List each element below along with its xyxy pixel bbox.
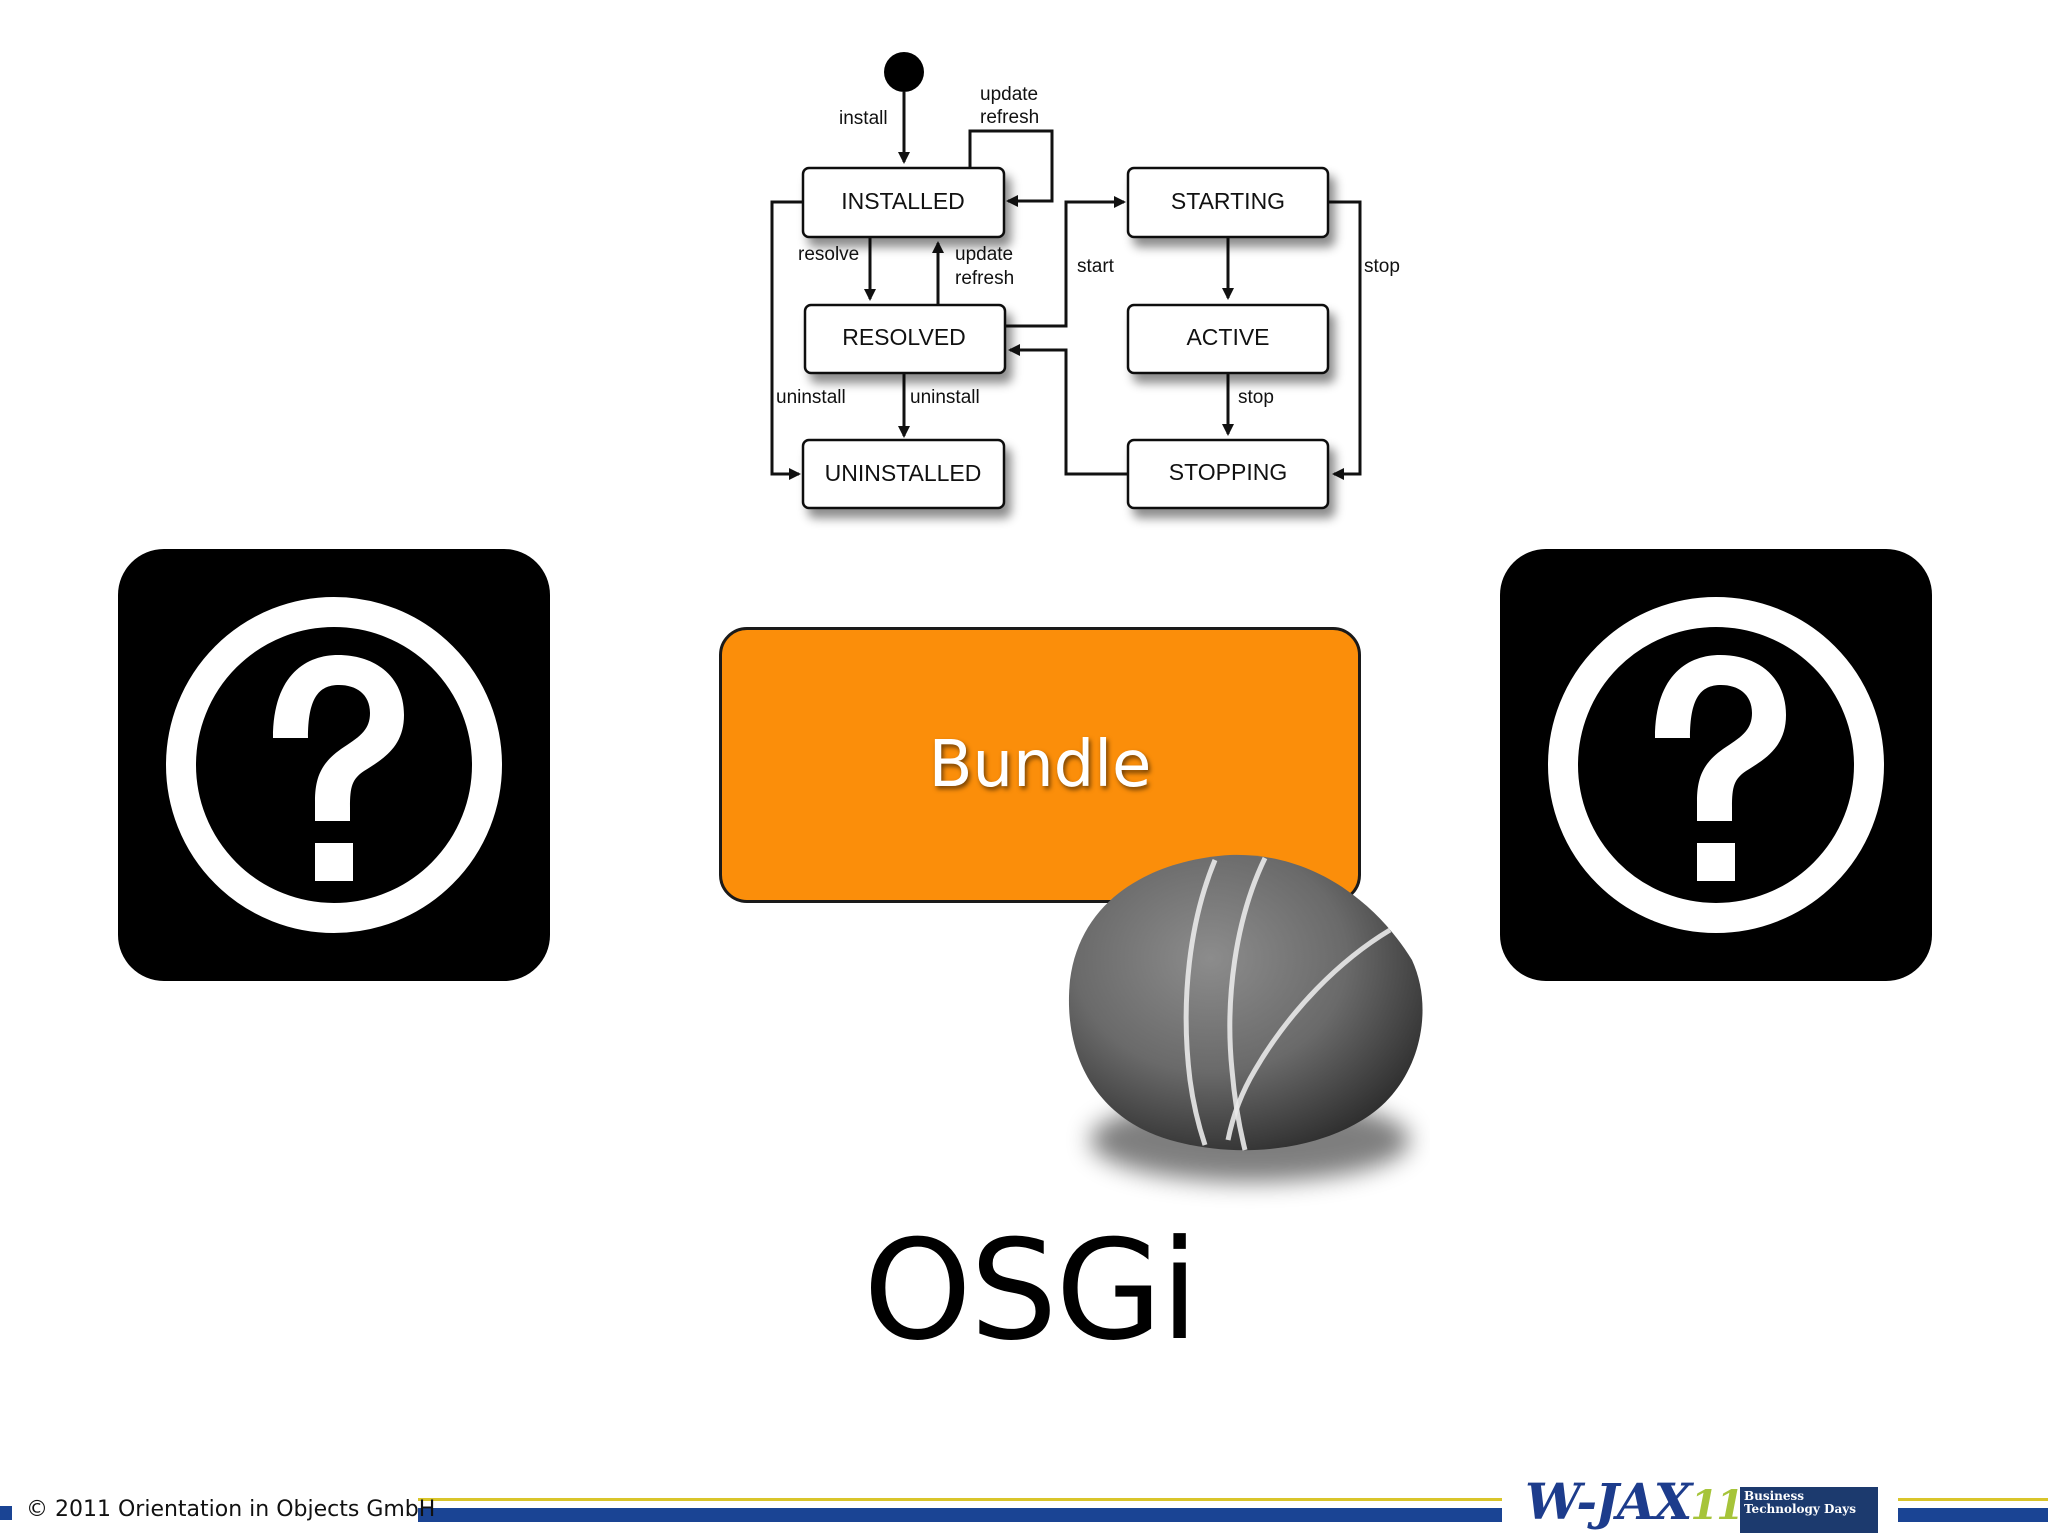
right-question-panel [1500,549,1932,981]
wjax-logo-number: 11 [1690,1482,1744,1529]
label-update-top: update [980,84,1038,105]
question-mark-icon [1548,597,1884,933]
wjax-logo: W-JAX11 [1525,1472,1744,1531]
bundle-label: Bundle [928,728,1152,802]
label-refresh-top: refresh [980,107,1039,128]
state-starting-box [1126,166,1330,239]
state-resolved-box [803,303,1007,375]
state-active-label: ACTIVE [1186,324,1269,350]
footer-copyright: © 2011 Orientation in Objects GmbH [26,1497,436,1522]
label-stop-lower: stop [1238,387,1274,408]
label-install: install [839,108,888,129]
edge-stopping-resolved [1008,344,1128,476]
state-resolved-label: RESOLVED [842,324,966,350]
label-uninstall-left: uninstall [776,387,846,408]
btd-line2: Technology Days [1744,1502,1856,1516]
label-resolve: resolve [798,244,859,265]
question-mark-icon [166,597,502,933]
edge-stop-right [1328,200,1362,480]
edge-update-refresh-self [968,129,1054,207]
wjax-logo-text: W-JAX [1525,1472,1692,1531]
business-technology-days-logo: Business Technology Days [1740,1487,1878,1533]
pebble-stone-icon [1068,854,1423,1182]
page-title: OSGi [863,1210,1199,1371]
state-uninstalled-label: UNINSTALLED [825,460,982,486]
state-active-box [1126,303,1330,375]
initial-state-dot [884,52,924,92]
label-uninstall-center: uninstall [910,387,980,408]
btd-line1: Business [1744,1489,1805,1503]
label-start: start [1077,256,1115,277]
edge-start [1005,196,1126,328]
edge-uninstall-left [770,200,803,480]
state-installed-label: INSTALLED [841,188,965,214]
left-question-panel [118,549,550,981]
state-installed-box [801,166,1006,239]
state-starting-label: STARTING [1171,188,1285,214]
footer-lines [0,1498,2048,1522]
state-stopping-label: STOPPING [1169,459,1287,485]
state-uninstalled-box [801,438,1006,510]
state-stopping-box [1126,438,1330,510]
label-update-mid: update [955,244,1013,265]
lifecycle-diagram: INSTALLED RESOLVED UNINSTALLED STARTING … [770,52,1400,510]
label-stop-right: stop [1364,256,1400,277]
label-refresh-mid: refresh [955,268,1014,289]
